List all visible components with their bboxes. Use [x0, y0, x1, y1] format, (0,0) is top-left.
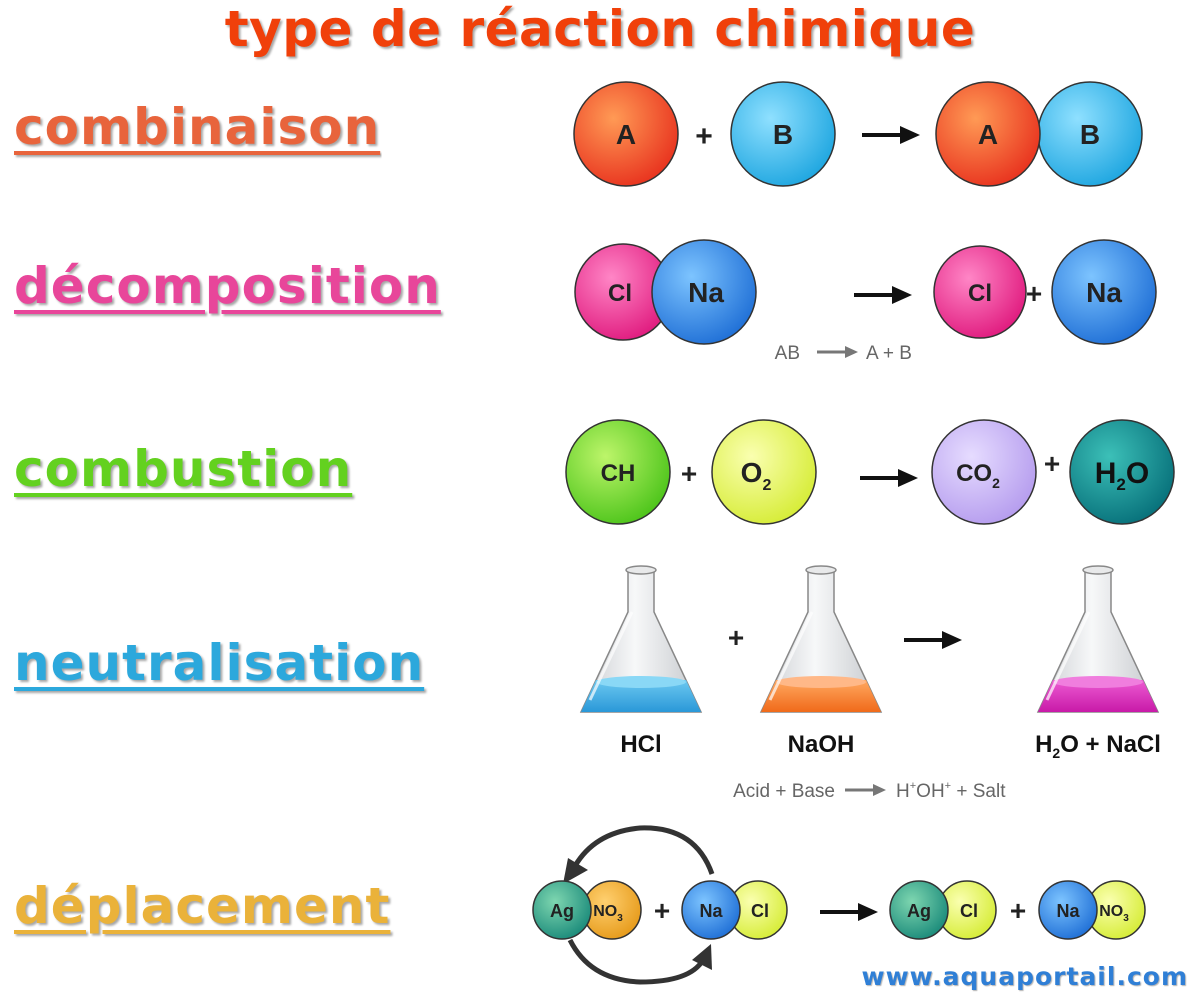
- reaction-arrow: [820, 903, 878, 921]
- molecule-co2: [931, 419, 1037, 525]
- atom-a-label: A: [616, 119, 636, 150]
- molecule-co2-label: CO2: [956, 460, 1000, 491]
- product-atom-na-label: Na: [1086, 277, 1122, 308]
- ion-na-label: Na: [699, 901, 723, 921]
- atom-na: [651, 239, 757, 345]
- flask-product: [1036, 565, 1160, 713]
- product-atom-na: [1051, 239, 1157, 345]
- product-ion-ag-label: Ag: [907, 901, 931, 921]
- reaction-arrow: [862, 126, 920, 144]
- product-atom-a-label: A: [978, 119, 998, 150]
- molecule-ch-label: CH: [601, 460, 636, 487]
- ion-no3-label: NO3: [593, 903, 623, 924]
- reaction-arrow: [854, 286, 912, 304]
- ion-ag: [532, 880, 592, 940]
- plus-sign: +: [1026, 278, 1042, 309]
- plus-sign: +: [1044, 448, 1060, 479]
- watermark: www.aquaportail.com: [861, 962, 1188, 991]
- flask-product-label: H2O + NaCl: [1035, 731, 1161, 761]
- molecule-o2: [711, 419, 817, 525]
- flask-naoh-label: NaOH: [788, 731, 855, 758]
- product-ion-cl-label: Cl: [960, 901, 978, 921]
- page-title: type de réaction chimique: [224, 0, 976, 58]
- ion-cl-label: Cl: [751, 901, 769, 921]
- atom-b-label: B: [773, 119, 793, 150]
- plus-sign: +: [681, 458, 697, 489]
- equation-right: H+OH+ + Salt: [896, 780, 1006, 802]
- equation-left: AB: [775, 343, 800, 364]
- product-ion-ag: [889, 880, 949, 940]
- label-combinaison: combinaison: [14, 98, 381, 156]
- label-combustion: combustion: [14, 440, 353, 498]
- product-ion-no3-label: NO3: [1099, 903, 1129, 924]
- label-deplacement: déplacement: [14, 877, 391, 935]
- decomposition-reaction: Cl Na Cl + Na AB A + B: [574, 239, 1157, 364]
- flask-naoh: [759, 565, 883, 713]
- product-atom-cl: [933, 245, 1027, 339]
- label-neutralisation: neutralisation: [14, 634, 425, 692]
- swap-arrow-top: [563, 825, 715, 884]
- plus-sign: +: [654, 895, 670, 926]
- equation-arrow: [817, 346, 858, 358]
- plus-sign: +: [695, 120, 713, 153]
- combinaison-reaction: A + B A B: [573, 81, 1143, 187]
- atom-a: [573, 81, 679, 187]
- ion-na: [681, 880, 741, 940]
- atom-b: [730, 81, 836, 187]
- product-ion-na: [1038, 880, 1098, 940]
- reaction-arrow: [904, 631, 962, 649]
- label-decomposition: décomposition: [14, 257, 441, 315]
- molecule-h2o: [1069, 419, 1175, 525]
- atom-na-label: Na: [688, 277, 724, 308]
- molecule-ch: [565, 419, 671, 525]
- reaction-arrow: [860, 469, 918, 487]
- flask-hcl: [579, 565, 703, 713]
- equation-arrow: [845, 784, 886, 796]
- product-atom-a: [935, 81, 1041, 187]
- neutralisation-reaction: HCl + NaOH H2O + NaCl Acid + Base: [579, 565, 1161, 802]
- plus-sign: +: [1010, 895, 1026, 926]
- equation-right: A + B: [866, 343, 912, 364]
- product-atom-cl-label: Cl: [968, 280, 992, 307]
- combustion-reaction: CH + O2 CO2 + H2O: [565, 419, 1175, 525]
- product-ion-na-label: Na: [1056, 901, 1080, 921]
- atom-cl-label: Cl: [608, 280, 632, 307]
- flask-hcl-label: HCl: [620, 731, 661, 758]
- molecule-h2o-label: H2O: [1095, 457, 1149, 494]
- equation-left: Acid + Base: [733, 781, 835, 802]
- deplacement-reaction: Ag NO3 + Na Cl Ag Cl + Na NO3: [532, 825, 1146, 985]
- swap-arrow-bottom: [567, 938, 712, 985]
- product-atom-b-label: B: [1080, 119, 1100, 150]
- plus-sign: +: [728, 622, 744, 653]
- ion-ag-label: Ag: [550, 901, 574, 921]
- molecule-o2-label: O2: [741, 457, 772, 494]
